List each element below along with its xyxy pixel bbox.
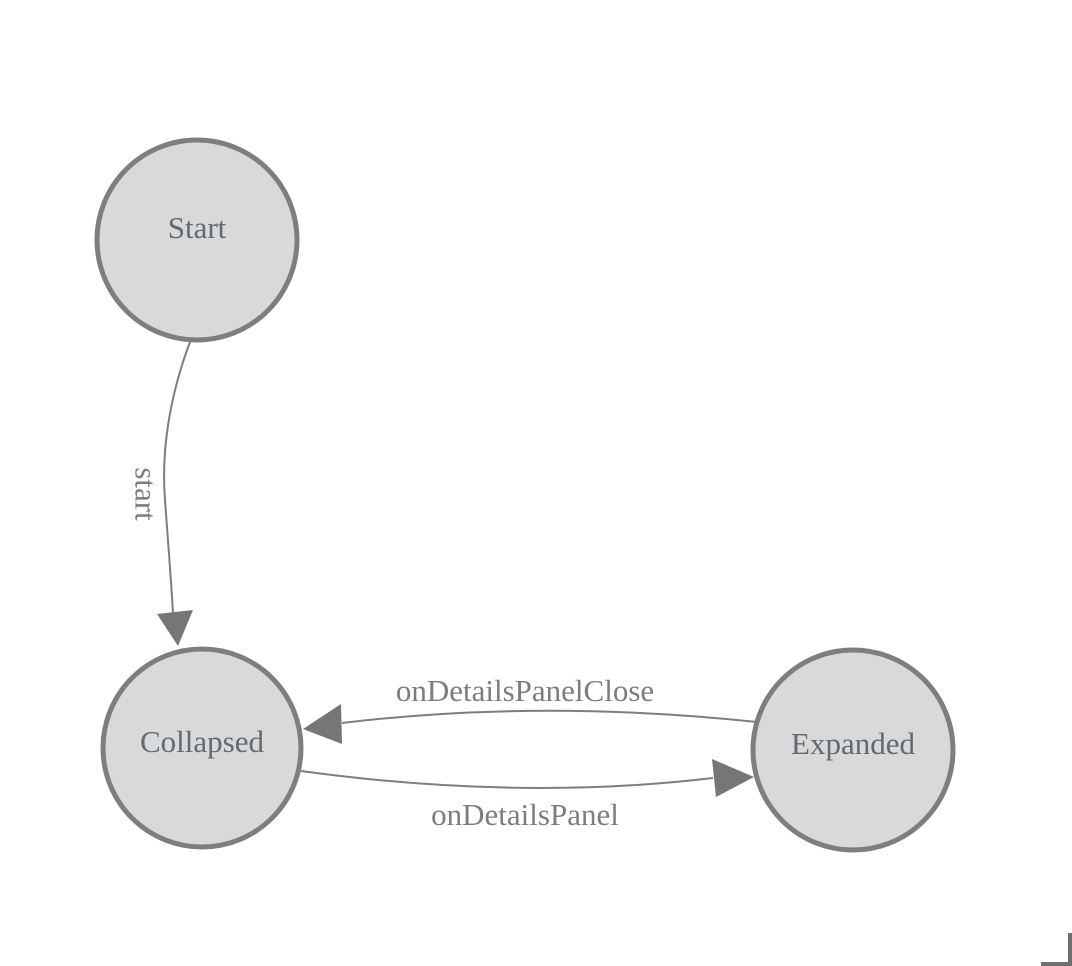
canvas-corner-mark	[1041, 933, 1072, 966]
state-node-expanded[interactable]: Expanded	[750, 647, 956, 853]
transition-start: start	[129, 341, 193, 646]
transition-start-path	[163, 341, 191, 614]
transition-ondetailspanel: onDetailsPanel	[300, 759, 754, 832]
state-label-start: Start	[168, 210, 227, 245]
arrowhead-into-collapsed-from-start	[157, 610, 193, 646]
state-circle-start[interactable]	[94, 137, 300, 343]
state-circle-collapsed[interactable]	[100, 646, 304, 850]
state-label-collapsed: Collapsed	[140, 724, 264, 759]
state-node-start[interactable]: Start	[94, 137, 300, 343]
corner-mark-horizontal	[1041, 962, 1072, 966]
transition-ondetailspanel-path	[300, 770, 714, 789]
state-node-collapsed[interactable]: Collapsed	[100, 646, 304, 850]
transition-label-ondetailspanel: onDetailsPanel	[431, 797, 619, 832]
state-circle-expanded[interactable]	[750, 647, 956, 853]
arrowhead-into-expanded	[712, 759, 754, 797]
transition-label-start: start	[129, 467, 164, 521]
arrowhead-into-collapsed-from-expanded	[303, 704, 342, 744]
state-label-expanded: Expanded	[791, 726, 915, 761]
corner-mark-vertical	[1068, 933, 1072, 966]
transition-ondetailspanelclose-path	[341, 709, 758, 724]
transition-ondetailspanelclose: onDetailsPanelClose	[303, 673, 758, 744]
transition-label-ondetailspanelclose: onDetailsPanelClose	[396, 673, 654, 708]
